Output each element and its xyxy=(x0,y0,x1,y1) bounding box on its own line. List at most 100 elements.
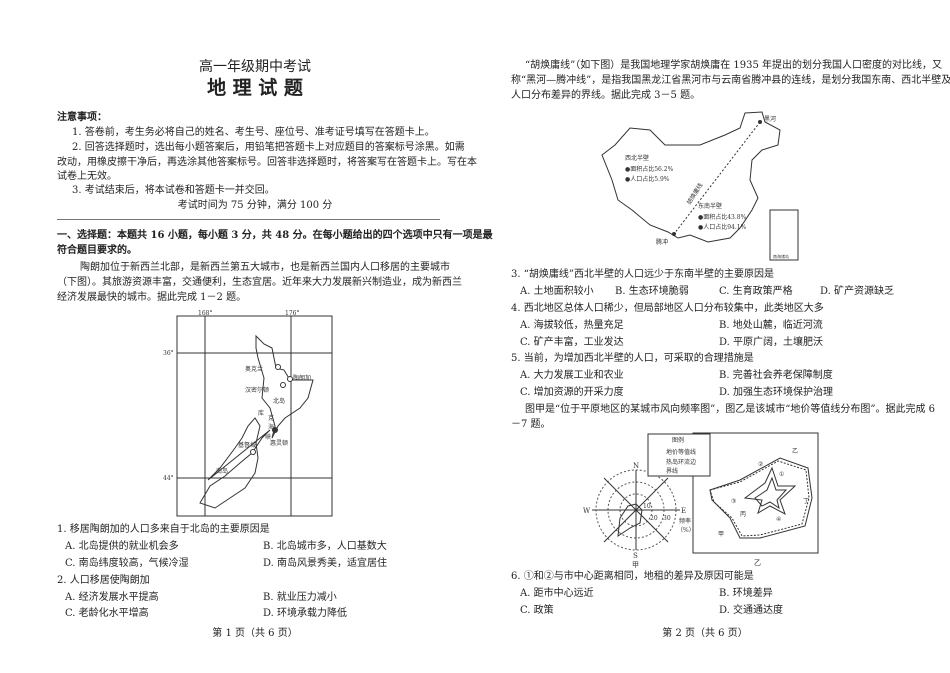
map-label-christchurch: 基督城 xyxy=(238,441,256,449)
q5-option-c[interactable]: C. 增加资源的开采力度 xyxy=(520,387,624,398)
q3-option-b[interactable]: B. 生态环境脆弱 xyxy=(615,286,689,297)
q1-option-d[interactable]: D. 南岛风景秀美，适宜居住 xyxy=(263,558,388,569)
passage-line: “胡焕庸线”（如下图）是我国地理学家胡焕庸在 1935 年提出的划分我国人口密度… xyxy=(525,60,943,71)
map-label-south-island: 南岛 xyxy=(216,467,228,475)
question-3-stem: 3. “胡焕庸线”西北半壁的人口远少于东南半壁的主要原因是 xyxy=(511,269,774,280)
q6-option-c[interactable]: C. 政策 xyxy=(520,605,554,616)
svg-text:丁: 丁 xyxy=(803,498,809,505)
svg-text:乙: 乙 xyxy=(792,448,798,455)
svg-text:10: 10 xyxy=(643,503,651,510)
q2-option-a[interactable]: A. 经济发展水平提高 xyxy=(65,592,159,603)
svg-text:甲: 甲 xyxy=(632,561,639,568)
notice-heading: 注意事项： xyxy=(57,112,107,123)
nw-area: ●面积占比56.2% xyxy=(625,165,674,173)
svg-text:S: S xyxy=(633,552,638,560)
question-6-stem: 6. ①和②与市中心距离相同，地租的差异及原因可能是 xyxy=(511,571,754,582)
q3-option-d[interactable]: D. 矿产资源缺乏 xyxy=(820,286,895,297)
q6-option-a[interactable]: A. 距市中心远近 xyxy=(520,588,594,599)
divider xyxy=(57,219,440,220)
svg-text:界线: 界线 xyxy=(666,467,678,475)
q3-option-c[interactable]: C. 生育政策严格 xyxy=(719,286,793,297)
lon-label: 168° xyxy=(198,310,212,317)
passage-line: 陶朗加位于新西兰北部，是新西兰第五大城市，也是新西兰国内人口移居的主要城市 xyxy=(80,262,450,273)
svg-text:E: E xyxy=(681,507,686,515)
q4-option-a[interactable]: A. 海拔较低，热量充足 xyxy=(520,320,624,331)
exam-subtitle: 高一年级期中考试 xyxy=(199,59,311,75)
map-label-strait: 峡 xyxy=(265,433,271,441)
svg-text:频率: 频率 xyxy=(679,517,691,525)
svg-text:地价等值线: 地价等值线 xyxy=(666,448,696,456)
q5-option-b[interactable]: B. 完善社会养老保障制度 xyxy=(719,370,833,381)
q2-option-d[interactable]: D. 环境承载力降低 xyxy=(263,608,348,619)
map-label-tauranga: 陶朗加 xyxy=(293,374,311,382)
legend-box xyxy=(647,433,711,477)
map-label-wellington: 惠灵顿 xyxy=(270,439,288,447)
question-2-stem: 2. 人口移居使陶朗加 xyxy=(57,575,150,586)
passage-line: （下图）。其旅游资源丰富，交通便利，生态宜居。近年来大力发展新兴制造业，成为新西… xyxy=(57,277,462,288)
svg-text:丙: 丙 xyxy=(740,511,746,518)
exam-title: 地 理 试 题 xyxy=(207,77,303,99)
q6-option-d[interactable]: D. 交通通达度 xyxy=(719,605,784,616)
q6-option-b[interactable]: B. 环境差异 xyxy=(719,588,773,599)
svg-text:W: W xyxy=(583,507,591,515)
q4-option-d[interactable]: D. 平原广阔，土壤肥沃 xyxy=(719,337,824,348)
lat-label: 36° xyxy=(163,350,174,357)
lon-label: 176° xyxy=(285,310,299,317)
svg-text:③: ③ xyxy=(731,498,736,505)
notice-line: 改动，用橡皮擦干净后，再选涂其他答案标号。回答非选择题时，将答案写在答题卡上。写… xyxy=(57,157,477,168)
q2-option-c[interactable]: C. 老龄化水平增高 xyxy=(65,608,149,619)
passage-line: 经济发展最快的城市。据此完成 1－2 题。 xyxy=(57,292,247,303)
map-label-strait: 克 xyxy=(268,414,274,422)
map-label-strait: 库 xyxy=(258,409,264,417)
q1-option-a[interactable]: A. 北岛提供的就业机会多 xyxy=(65,541,179,552)
question-1-stem: 1. 移居陶朗加的人口多来自于北岛的主要原因是 xyxy=(57,524,270,535)
map-label-auckland: 奥克兰 xyxy=(245,365,263,373)
map-label-north-island: 北岛 xyxy=(273,397,285,405)
question-4-stem: 4. 西北地区总体人口稀少，但局部地区人口分布较集中，此类地区大多 xyxy=(511,303,824,314)
section-heading: 符合题目要求的。 xyxy=(57,245,137,256)
se-title: 东南半壁 xyxy=(698,202,722,210)
q1-option-b[interactable]: B. 北岛城市多，人口基数大 xyxy=(263,541,387,552)
wind-and-land-price-figure: N S E W 10 20 30 频率 （%） 甲 图例 地价等值线 热岛环流边… xyxy=(583,432,819,568)
label-tengchong: 腾冲 xyxy=(656,238,668,246)
notice-line: 3. 考试结束后，将本试卷和答题卡一并交回。 xyxy=(72,185,275,196)
new-zealand-map: 168° 176° 36° 44° 奥克兰 陶朗加 汉密尔顿 北岛 库 克 海 … xyxy=(163,310,333,517)
svg-text:30: 30 xyxy=(663,515,671,522)
q1-option-c[interactable]: C. 南岛纬度较高，气候冷湿 xyxy=(65,558,189,569)
page-footer: 第 1 页（共 6 页） xyxy=(212,628,298,639)
notice-line: 1. 答卷前，考生务必将自己的姓名、考生号、座位号、准考证号填写在答题卡上。 xyxy=(72,127,435,138)
svg-text:①: ① xyxy=(779,471,784,478)
svg-text:（%）: （%） xyxy=(677,527,695,534)
nw-title: 西北半壁 xyxy=(625,154,649,162)
section-heading: 一、选择题：本题共 16 小题，每小题 3 分，共 48 分。在每小题给出的四个… xyxy=(57,230,493,241)
passage-line: －7 题。 xyxy=(511,419,551,430)
se-area: ●面积占比43.8% xyxy=(698,213,747,221)
svg-text:②: ② xyxy=(758,461,763,468)
wind-rose: N S E W 10 20 30 频率 （%） 甲 xyxy=(583,462,695,568)
se-population: ●人口占比94.1% xyxy=(698,223,747,231)
q5-option-d[interactable]: D. 加强生态环境保护治理 xyxy=(719,387,834,398)
svg-text:图例: 图例 xyxy=(672,436,684,444)
svg-text:N: N xyxy=(633,462,639,470)
passage-line: 图甲是“位于平原地区的某城市风向频率图”，图乙是该城市“地价等值线分布图”。据此… xyxy=(525,404,935,415)
lat-label: 44° xyxy=(163,475,174,482)
q4-option-c[interactable]: C. 矿产丰富，工业发达 xyxy=(520,337,624,348)
question-5-stem: 5. 当前，为增加西北半壁的人口，可采取的合理措施是 xyxy=(511,353,754,364)
inset-label: 南海诸岛 xyxy=(773,253,789,259)
notice-line: 试卷上无效。 xyxy=(57,171,117,182)
map-label-strait: 海 xyxy=(268,423,274,431)
map-label-hamilton: 汉密尔顿 xyxy=(245,386,269,394)
exam-time-info: 考试时间为 75 分钟，满分 100 分 xyxy=(177,200,333,211)
page-footer: 第 2 页（共 6 页） xyxy=(662,628,748,639)
svg-text:热岛环流边: 热岛环流边 xyxy=(666,458,696,466)
q2-option-b[interactable]: B. 就业压力减小 xyxy=(263,592,337,603)
q5-option-a[interactable]: A. 大力发展工业和农业 xyxy=(520,370,624,381)
svg-text:乙: 乙 xyxy=(754,559,761,567)
passage-line: 称“黑河—腾冲线”，是指我国黑龙江省黑河市与云南省腾冲县的连线，是划分我国东南、… xyxy=(511,75,950,86)
passage-line: 人口分布差异的界线。据此完成 3－5 题。 xyxy=(511,90,701,101)
svg-text:20: 20 xyxy=(650,515,658,522)
notice-line: 2. 回答选择题时，选出每小题答案后，用铅笔把答题卡上对应题目的答案标号涂黑。如… xyxy=(72,142,465,153)
q3-option-a[interactable]: A. 土地面积较小 xyxy=(520,286,594,297)
nw-population: ●人口占比5.9% xyxy=(625,175,670,183)
q4-option-b[interactable]: B. 地处山麓，临近河流 xyxy=(719,320,823,331)
